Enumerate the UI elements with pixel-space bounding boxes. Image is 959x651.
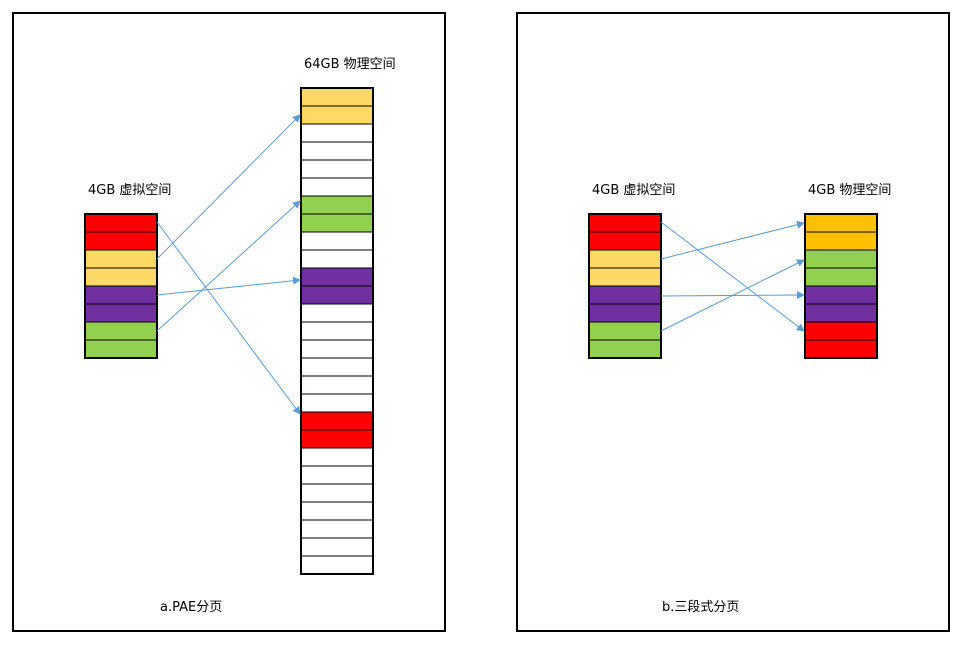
- physical-space-label-a: 64GB 物理空间: [304, 57, 396, 72]
- physical-stack-a-cell-empty: [300, 375, 374, 395]
- physical-stack-a-cell-yellow: [300, 105, 374, 125]
- physical-stack-a-cell-empty: [300, 357, 374, 377]
- virtual-stack-a-cell-purple: [84, 303, 158, 323]
- arrow-b-green: [660, 259, 805, 332]
- physical-stack-b-cell-red: [804, 321, 878, 341]
- virtual-stack-b-cell-purple: [588, 285, 662, 305]
- arrow-a-yellow: [156, 114, 301, 260]
- physical-stack-a-cell-purple: [300, 285, 374, 305]
- physical-stack-b: [804, 213, 878, 359]
- physical-stack-a-cell-empty: [300, 231, 374, 251]
- virtual-stack-b-outline: [588, 213, 662, 359]
- physical-stack-a-cell-empty: [300, 177, 374, 197]
- virtual-stack-b-cell-yellow: [588, 249, 662, 269]
- arrow-a-green: [156, 200, 301, 332]
- physical-stack-a-cell-empty: [300, 483, 374, 503]
- physical-stack-a-cell-yellow: [300, 87, 374, 107]
- physical-stack-a-cell-empty: [300, 321, 374, 341]
- physical-stack-a-cell-purple: [300, 267, 374, 287]
- physical-stack-a: [300, 87, 374, 575]
- virtual-stack-a-cell-yellow: [84, 249, 158, 269]
- physical-stack-a-cell-red: [300, 411, 374, 431]
- caption-a: a.PAE分页: [160, 600, 223, 615]
- physical-stack-b-cell-purple: [804, 285, 878, 305]
- physical-stack-a-cell-green: [300, 213, 374, 233]
- virtual-stack-b-cell-purple: [588, 303, 662, 323]
- virtual-stack-a-outline: [84, 213, 158, 359]
- physical-stack-a-cell-empty: [300, 393, 374, 413]
- physical-stack-b-outline: [804, 213, 878, 359]
- virtual-stack-a-cell-green: [84, 321, 158, 341]
- physical-stack-a-cell-empty: [300, 501, 374, 521]
- virtual-stack-a-cell-red: [84, 231, 158, 251]
- physical-stack-b-cell-orange: [804, 231, 878, 251]
- physical-stack-a-cell-empty: [300, 555, 374, 575]
- virtual-stack-a-cell-red: [84, 213, 158, 233]
- virtual-stack-a-cell-green: [84, 339, 158, 359]
- virtual-space-label-a: 4GB 虚拟空间: [88, 183, 172, 198]
- physical-stack-a-cell-empty: [300, 303, 374, 323]
- physical-stack-a-cell-empty: [300, 447, 374, 467]
- virtual-stack-b-cell-red: [588, 231, 662, 251]
- virtual-stack-b-cell-yellow: [588, 267, 662, 287]
- physical-stack-a-cell-red: [300, 429, 374, 449]
- arrow-b-red: [660, 221, 805, 332]
- virtual-stack-a-cell-purple: [84, 285, 158, 305]
- physical-stack-b-cell-green: [804, 267, 878, 287]
- physical-stack-b-cell-red: [804, 339, 878, 359]
- arrow-b-yellow: [660, 220, 805, 260]
- physical-space-label-b: 4GB 物理空间: [808, 183, 892, 198]
- virtual-stack-a: [84, 213, 158, 359]
- physical-stack-b-cell-green: [804, 249, 878, 269]
- virtual-stack-b-cell-red: [588, 213, 662, 233]
- virtual-space-label-b: 4GB 虚拟空间: [592, 183, 676, 198]
- physical-stack-a-cell-empty: [300, 123, 374, 143]
- physical-stack-a-cell-empty: [300, 519, 374, 539]
- physical-stack-a-cell-empty: [300, 249, 374, 269]
- arrow-a-purple: [156, 276, 301, 296]
- physical-stack-b-cell-purple: [804, 303, 878, 323]
- physical-stack-b-cell-orange: [804, 213, 878, 233]
- caption-b: b.三段式分页: [662, 600, 740, 615]
- physical-stack-a-cell-empty: [300, 141, 374, 161]
- physical-stack-a-cell-empty: [300, 465, 374, 485]
- virtual-stack-a-cell-yellow: [84, 267, 158, 287]
- physical-stack-a-outline: [300, 87, 374, 575]
- physical-stack-a-cell-empty: [300, 159, 374, 179]
- arrow-a-red: [156, 221, 301, 415]
- physical-stack-a-cell-green: [300, 195, 374, 215]
- virtual-stack-b-cell-green: [588, 321, 662, 341]
- virtual-stack-b-cell-green: [588, 339, 662, 359]
- physical-stack-a-cell-empty: [300, 537, 374, 557]
- physical-stack-a-cell-empty: [300, 339, 374, 359]
- virtual-stack-b: [588, 213, 662, 359]
